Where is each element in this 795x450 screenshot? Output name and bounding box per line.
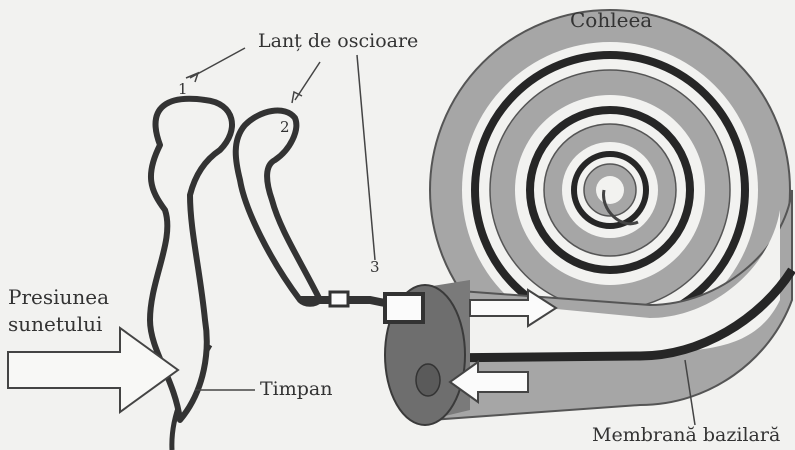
stapes-joint [330, 292, 348, 306]
sound-pressure-label-line1: Presiunea [8, 285, 109, 309]
ossicle-chain-label: Lanț de oscioare [258, 30, 418, 52]
sound-pressure-label-line2: sunetului [8, 312, 102, 336]
basilar-membrane-label: Membrană bazilară [592, 424, 780, 446]
ossicle-number-3: 3 [370, 258, 380, 276]
eardrum-label: Timpan [260, 378, 333, 400]
ossicle-number-1: 1 [178, 80, 188, 98]
stapes-icon [385, 294, 423, 322]
cochlea-label: Cohleea [570, 8, 652, 32]
ossicle-number-2: 2 [280, 118, 290, 136]
